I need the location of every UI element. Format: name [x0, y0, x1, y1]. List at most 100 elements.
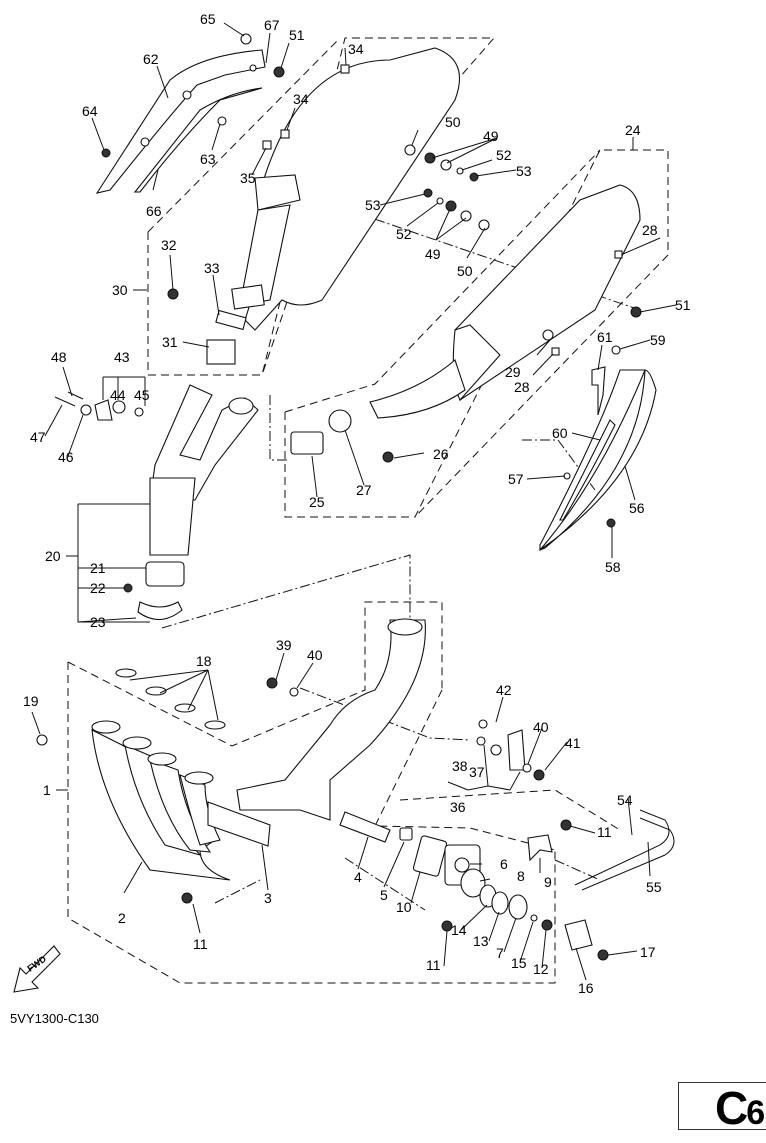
callout-32: 32 — [161, 237, 177, 253]
washer-46 — [80, 404, 92, 416]
callout-labels: 1 2 3 4 5 6 7 8 9 10 11 11 11 12 13 14 1… — [23, 11, 691, 996]
callout-17: 17 — [640, 944, 656, 960]
bracket-43 — [94, 399, 113, 421]
callout-11-left: 11 — [193, 936, 208, 952]
damper-49-lower-b — [460, 210, 472, 222]
callout-31: 31 — [162, 334, 178, 350]
callout-34-lower: 34 — [293, 91, 309, 107]
header-port-4 — [184, 771, 214, 785]
spring-8 — [460, 868, 486, 898]
collar-5 — [399, 827, 413, 841]
right-cover-assembly — [539, 345, 657, 552]
cover-16 — [564, 919, 593, 951]
callout-23: 23 — [90, 614, 106, 630]
callout-37: 37 — [469, 764, 485, 780]
callout-44: 44 — [110, 387, 126, 403]
damper-44 — [112, 400, 126, 414]
bolt-58 — [606, 518, 616, 528]
callout-43: 43 — [114, 349, 130, 365]
cap-59 — [611, 345, 621, 355]
clamp-23 — [137, 601, 183, 621]
callout-40-left: 40 — [307, 647, 323, 663]
damper-49-upper-a — [424, 152, 436, 164]
gasket-18-c — [174, 703, 196, 713]
callout-1: 1 — [43, 782, 51, 798]
gasket-18-a — [115, 668, 137, 678]
cap-65 — [240, 33, 252, 45]
callout-50-upper: 50 — [445, 114, 461, 130]
callout-56: 56 — [629, 500, 645, 516]
bolt-11-right — [560, 819, 572, 831]
page-section-label: C6 — [715, 1082, 765, 1134]
callout-34-upper: 34 — [348, 41, 364, 57]
callout-67: 67 — [264, 17, 280, 33]
callout-29: 29 — [505, 364, 521, 380]
leader-lines — [31, 22, 677, 981]
callout-12: 12 — [533, 961, 549, 977]
callout-25: 25 — [309, 494, 325, 510]
left-muffler-outlet-pipe — [239, 204, 291, 306]
damper-37 — [490, 744, 502, 756]
callout-40-right: 40 — [533, 719, 549, 735]
callout-4: 4 — [354, 869, 362, 885]
callout-65: 65 — [200, 11, 216, 27]
callout-28-upper: 28 — [642, 222, 658, 238]
collar-45 — [134, 407, 144, 417]
right-muffler-assembly — [290, 144, 642, 463]
bolt-11-lower — [181, 892, 193, 904]
bracket-9 — [527, 834, 553, 862]
callout-26: 26 — [433, 446, 449, 462]
callout-49-lower: 49 — [425, 246, 441, 262]
washer-52-upper — [456, 167, 464, 175]
callout-50-lower: 50 — [457, 263, 473, 279]
washer-40-left — [289, 687, 299, 697]
callout-59: 59 — [650, 332, 666, 348]
callout-51-right: 51 — [675, 297, 691, 313]
callout-11-right: 11 — [597, 824, 612, 840]
left-cover-66 — [133, 87, 263, 193]
band-31 — [206, 339, 236, 365]
bolt-39 — [266, 677, 278, 689]
bolt-26 — [382, 451, 394, 463]
bolt-47 — [54, 396, 76, 407]
nut-34-lower — [280, 129, 290, 139]
collector-pipe — [236, 619, 426, 821]
bolt-51-upper — [273, 66, 285, 78]
callout-11-middle: 11 — [426, 957, 441, 973]
callout-64: 64 — [82, 103, 98, 119]
boundary-group-1 — [67, 662, 556, 984]
sleeve-25 — [290, 431, 324, 455]
bolt-17 — [597, 949, 609, 961]
forward-arrow-icon: FWD — [13, 945, 61, 993]
exhaust-valve-assembly — [412, 719, 675, 961]
callout-42: 42 — [496, 682, 512, 698]
callout-38: 38 — [452, 758, 468, 774]
callout-6: 6 — [500, 856, 508, 872]
gasket-18-b — [145, 686, 167, 696]
bolt-64 — [101, 148, 111, 158]
header-port-1 — [91, 720, 121, 734]
callout-20: 20 — [45, 548, 61, 564]
seal-13 — [491, 891, 509, 915]
cover-60 — [559, 419, 616, 521]
damper-61 — [591, 366, 606, 416]
boundary-group-24 — [284, 149, 669, 518]
callout-54: 54 — [617, 792, 633, 808]
callout-19: 19 — [23, 693, 39, 709]
callout-60: 60 — [552, 425, 568, 441]
callout-14: 14 — [451, 922, 467, 938]
header-port-3 — [147, 752, 177, 766]
callout-39: 39 — [276, 637, 292, 653]
collector-inlet — [387, 618, 423, 636]
callout-66: 66 — [146, 203, 162, 219]
callout-8: 8 — [517, 868, 525, 884]
callout-63: 63 — [200, 151, 216, 167]
nut-28-upper — [614, 250, 623, 259]
callout-18: 18 — [196, 653, 212, 669]
callout-57: 57 — [508, 471, 524, 487]
callout-21: 21 — [90, 560, 106, 576]
callout-58: 58 — [605, 559, 621, 575]
callout-52-lower: 52 — [396, 226, 412, 242]
callout-36: 36 — [450, 799, 466, 815]
